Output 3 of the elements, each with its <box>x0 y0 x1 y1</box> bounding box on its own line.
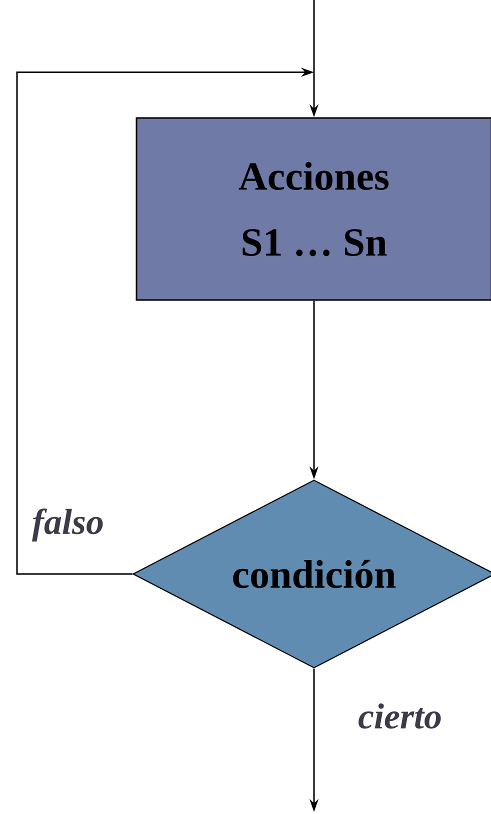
edge-label: falso <box>31 508 105 543</box>
process-box: Acciones S1 … Sn <box>136 117 491 301</box>
edge-label: cierto <box>357 702 443 730</box>
